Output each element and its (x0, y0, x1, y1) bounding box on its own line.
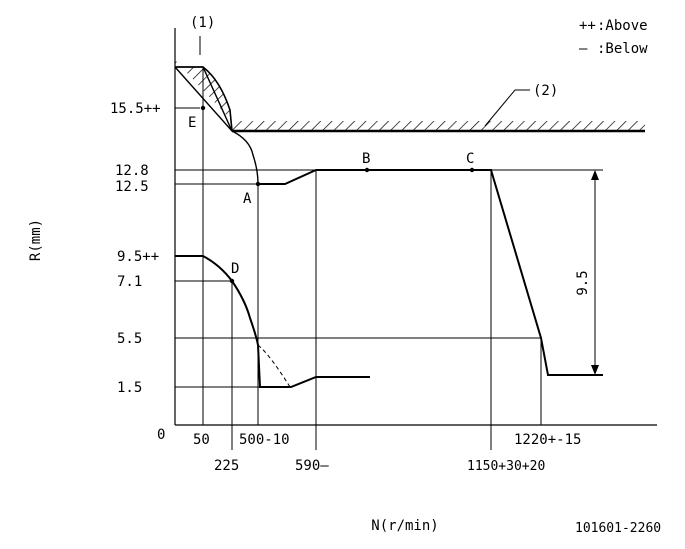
dimension-arrow (591, 170, 599, 375)
point-label-d: D (231, 261, 239, 277)
legend: ++ :Above — :Below (579, 18, 648, 57)
point-label-a: A (243, 191, 252, 207)
point-e (200, 105, 206, 111)
x-tick-50: 50 (193, 432, 210, 448)
x-tick-590: 590— (295, 458, 329, 474)
y-tick-7-1: 7.1 (117, 274, 142, 290)
x-tick-500: 500-10 (239, 432, 290, 448)
point-d (229, 278, 235, 284)
x-axis-label: N(r/min) (371, 518, 438, 534)
full-load-line (258, 169, 603, 376)
upper-stop-band (175, 60, 645, 133)
legend-text-above: :Above (597, 18, 648, 34)
y-tick-0: 0 (157, 427, 165, 443)
point-label-c: C (466, 151, 474, 167)
lower-dashed-curve (257, 344, 291, 388)
x-tick-1150: 1150+30+20 (467, 459, 545, 474)
point-a (255, 181, 261, 187)
callout-2-leader (484, 89, 530, 127)
lower-curve (175, 255, 370, 388)
point-label-e: E (188, 115, 196, 131)
point-label-b: B (362, 151, 370, 167)
point-c (469, 167, 475, 173)
y-tick-12-5: 12.5 (115, 179, 149, 195)
guide-lines (175, 36, 603, 450)
legend-symbol-above: ++ (579, 18, 596, 34)
y-axis-label: R(mm) (28, 219, 44, 261)
callout-1-label: (1) (190, 15, 215, 31)
y-tick-5-5: 5.5 (117, 331, 142, 347)
dimension-label: 9.5 (575, 270, 591, 295)
legend-symbol-below: — (579, 41, 588, 57)
upper-droop-curve (175, 66, 259, 185)
y-tick-9-5: 9.5++ (117, 249, 159, 265)
drawing-number: 101601-2260 (575, 521, 661, 536)
chart-points (200, 105, 475, 284)
point-b (364, 167, 370, 173)
callout-2-label: (2) (533, 83, 558, 99)
x-tick-1220: 1220+-15 (514, 432, 581, 448)
y-tick-12-8: 12.8 (115, 163, 149, 179)
x-tick-225: 225 (214, 458, 239, 474)
legend-text-below: :Below (597, 41, 648, 57)
y-tick-1-5: 1.5 (117, 380, 142, 396)
y-tick-15-5: 15.5++ (110, 101, 161, 117)
